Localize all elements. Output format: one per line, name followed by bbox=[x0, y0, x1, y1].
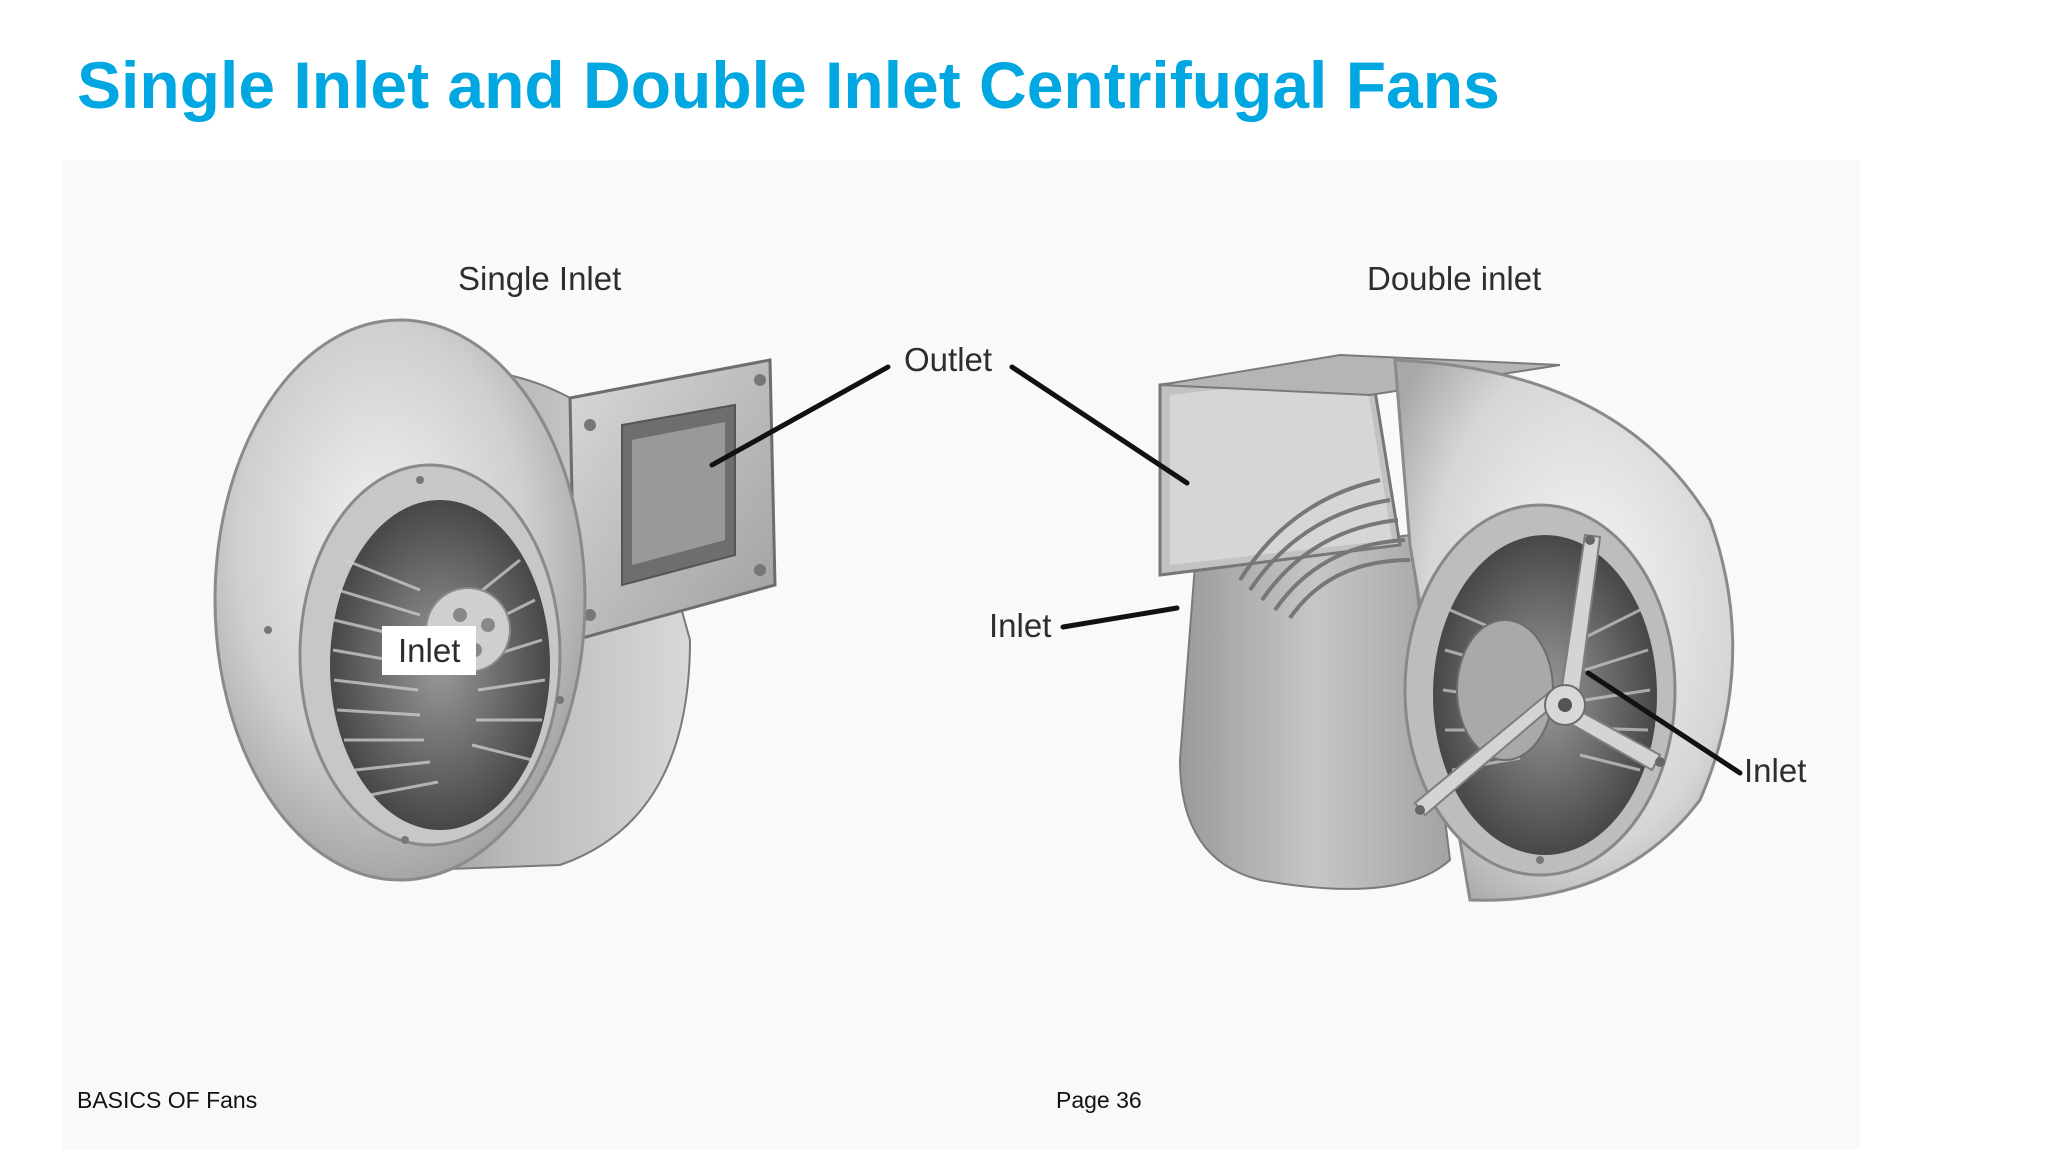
outlet-leader-left bbox=[709, 364, 891, 468]
double-inlet-top-leader bbox=[1060, 605, 1180, 630]
single-inlet-heading: Single Inlet bbox=[458, 260, 622, 297]
double-inlet-top-callout: Inlet bbox=[989, 607, 1052, 644]
callout-leader-lines bbox=[709, 364, 1743, 776]
single-inlet-callout: Inlet bbox=[382, 626, 477, 675]
double-inlet-fan-illustration bbox=[1158, 353, 1735, 902]
single-inlet-fan-illustration bbox=[213, 318, 777, 882]
outlet-callout: Outlet bbox=[904, 341, 993, 378]
slide-title: Single Inlet and Double Inlet Centrifuga… bbox=[77, 48, 1500, 122]
footer-course-title: BASICS OF Fans bbox=[77, 1087, 258, 1113]
outlet-leader-right bbox=[1009, 364, 1190, 486]
footer-page-number: Page 36 bbox=[1056, 1087, 1142, 1113]
double-inlet-heading: Double inlet bbox=[1367, 260, 1542, 297]
double-inlet-side-leader bbox=[1585, 670, 1743, 776]
double-inlet-side-callout: Inlet bbox=[1744, 752, 1807, 789]
